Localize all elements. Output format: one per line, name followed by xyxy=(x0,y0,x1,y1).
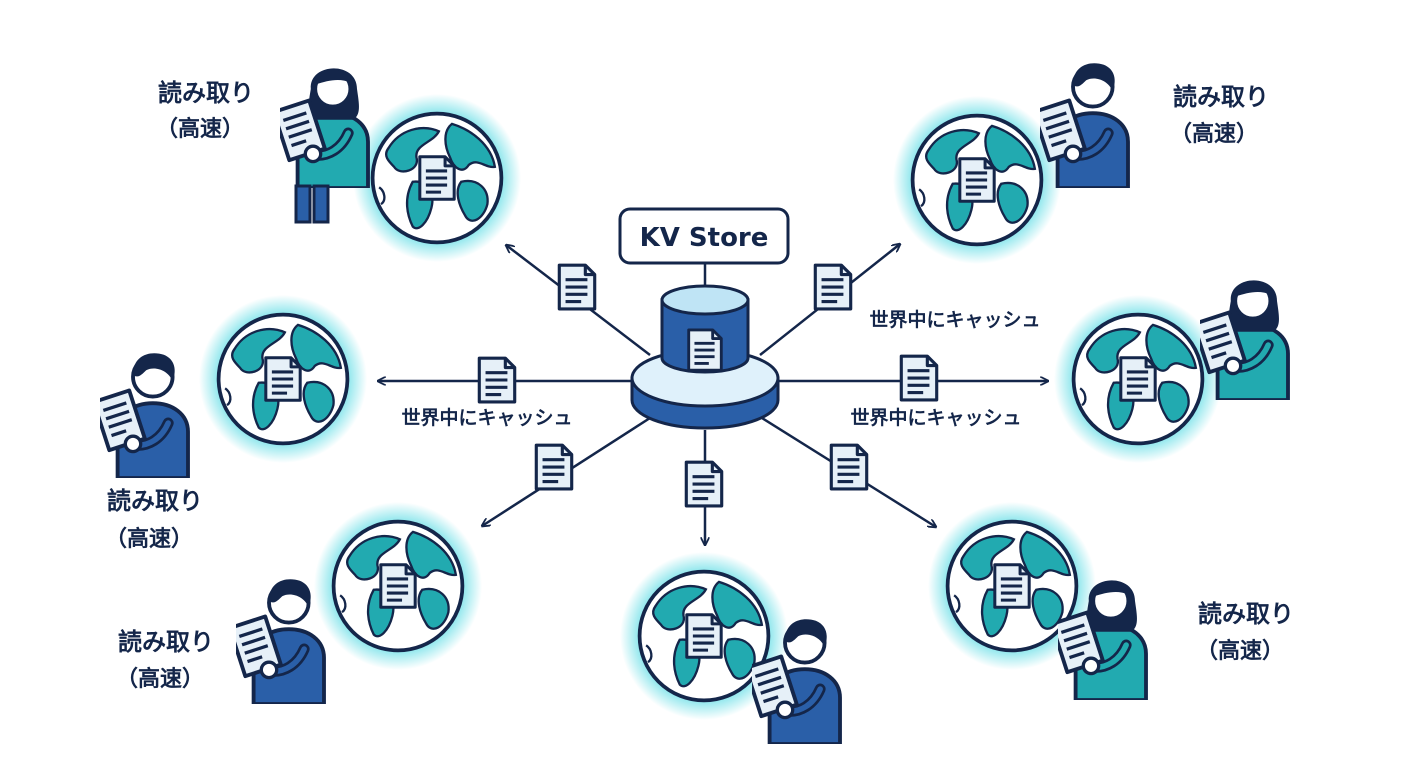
doc-icon xyxy=(557,263,597,311)
read-label: 読み取り xyxy=(1198,600,1294,628)
cache-label-top-right: 世界中にキャッシュ xyxy=(869,308,1040,331)
kv-store-title-box: KV Store xyxy=(618,207,790,265)
doc-icon xyxy=(534,443,574,491)
read-label: 読み取り xyxy=(118,628,214,656)
globe-node-bottom xyxy=(620,552,788,720)
read-label-bottom-right: 読み取り （高速） xyxy=(1196,600,1294,664)
read-label-bottom-left: 読み取り （高速） xyxy=(116,628,214,692)
globe-icon xyxy=(219,315,348,444)
read-label-left: 読み取り （高速） xyxy=(105,487,203,552)
read-label-top-left: 読み取り （高速） xyxy=(156,79,254,142)
doc-icon xyxy=(477,356,517,404)
doc-icon xyxy=(829,443,869,491)
read-sub-label: （高速） xyxy=(1170,121,1258,147)
doc-icon xyxy=(684,460,724,508)
read-sub-label: （高速） xyxy=(116,666,204,692)
kv-store-database xyxy=(630,284,780,430)
globe-icon xyxy=(913,116,1042,245)
globe-icon xyxy=(1074,315,1203,444)
cache-label-right: 世界中にキャッシュ xyxy=(850,406,1021,429)
standing-legs xyxy=(294,184,330,224)
reader-person-bottom-left xyxy=(230,579,324,704)
globe-icon xyxy=(373,114,502,243)
stored-doc-icon xyxy=(687,328,723,372)
globe-icon xyxy=(640,572,769,701)
read-sub-label: （高速） xyxy=(1196,638,1284,664)
globe-node-bottom-right xyxy=(928,502,1096,670)
kv-store-title: KV Store xyxy=(640,223,769,253)
globe-node-top-left xyxy=(353,94,521,262)
read-sub-label: （高速） xyxy=(156,116,244,142)
cache-label-left: 世界中にキャッシュ xyxy=(401,406,572,429)
doc-icon xyxy=(813,263,853,311)
globe-icon xyxy=(334,522,463,651)
read-sub-label: （高速） xyxy=(105,526,193,552)
globe-icon xyxy=(948,522,1077,651)
read-label: 読み取り xyxy=(1173,83,1269,111)
globe-node-bottom-left xyxy=(314,502,482,670)
read-label-top-right: 読み取り （高速） xyxy=(1170,83,1269,147)
globe-node-left xyxy=(199,295,367,463)
reader-person-top-left xyxy=(274,68,368,188)
read-label: 読み取り xyxy=(158,79,254,107)
read-label: 読み取り xyxy=(107,487,203,515)
globe-node-right xyxy=(1054,295,1222,463)
globe-node-top-right xyxy=(893,96,1061,264)
doc-icon xyxy=(899,354,939,402)
reader-person-left xyxy=(94,353,188,478)
